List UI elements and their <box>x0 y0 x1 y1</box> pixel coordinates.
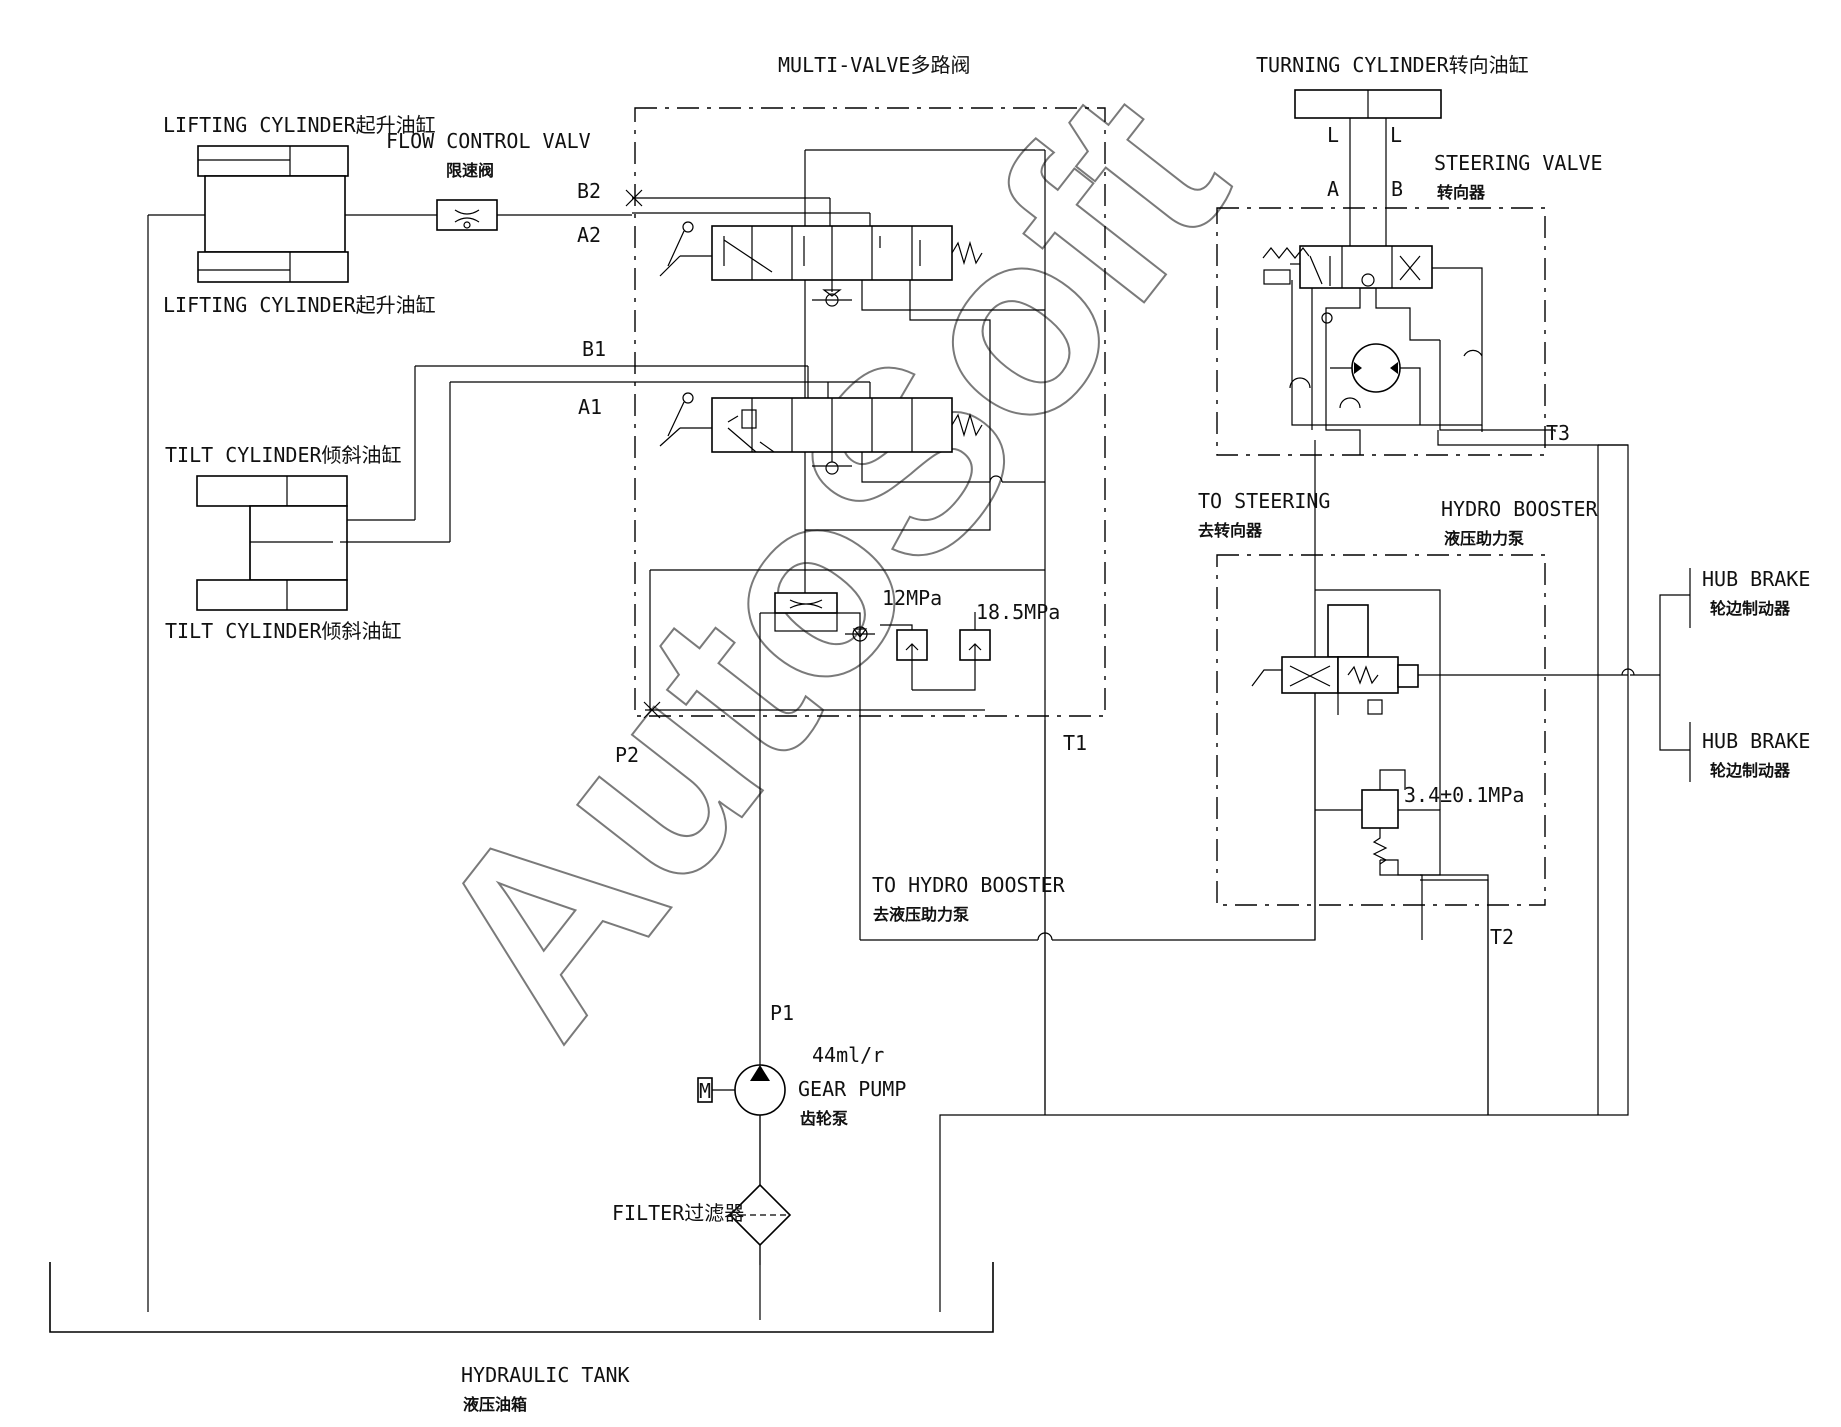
relief-18-5mpa-label: 18.5MPa <box>976 600 1060 624</box>
tilt-cylinder-assembly <box>196 365 828 611</box>
to-steering-cn-label: 去转向器 <box>1198 521 1263 540</box>
port-b2: B2 <box>577 179 601 203</box>
port-p2: P2 <box>615 743 639 767</box>
flow-control-valve <box>436 199 632 231</box>
hydraulic-tank-cn-label: 液压油箱 <box>463 1395 527 1414</box>
port-p1: P1 <box>770 1001 794 1025</box>
port-b: B <box>1391 177 1403 201</box>
lifting-cylinder-top-label: LIFTING CYLINDER起升油缸 <box>163 113 436 137</box>
gear-pump-flow-label: 44ml/r <box>812 1043 884 1067</box>
multi-valve-block <box>632 107 1106 1265</box>
gear-pump: M <box>697 1064 786 1185</box>
hydro-booster <box>1216 440 1660 1115</box>
relief-12mpa-label: 12MPa <box>882 586 942 610</box>
motor-symbol: M <box>699 1079 711 1103</box>
to-hydro-booster-cn-label: 去液压助力泵 <box>873 905 969 924</box>
hydraulic-tank-label: HYDRAULIC TANK <box>461 1363 630 1387</box>
brake-relief-label: 3.4±0.1MPa <box>1404 783 1524 807</box>
to-steering-label: TO STEERING <box>1198 489 1330 513</box>
port-l-right: L <box>1390 123 1402 147</box>
port-t3: T3 <box>1546 421 1570 445</box>
turning-cylinder-label: TURNING CYLINDER转向油缸 <box>1256 53 1529 77</box>
tilt-cylinder-bottom-label: TILT CYLINDER倾斜油缸 <box>165 619 402 643</box>
port-t1: T1 <box>1063 731 1087 755</box>
hydro-booster-cn-label: 液压助力泵 <box>1444 529 1524 548</box>
port-b1: B1 <box>582 337 606 361</box>
hub-brakes <box>1659 568 1691 782</box>
port-a: A <box>1327 177 1339 201</box>
filter <box>728 1183 792 1320</box>
tilt-cylinder-top-label: TILT CYLINDER倾斜油缸 <box>165 443 402 467</box>
priority-valve <box>774 570 838 632</box>
port-a2: A2 <box>577 223 601 247</box>
turning-cylinder <box>1294 89 1442 246</box>
hub-brake-1-cn-label: 轮边制动器 <box>1710 599 1791 618</box>
flow-control-valve-cn-label: 限速阀 <box>446 161 494 180</box>
hydraulic-tank <box>49 214 994 1333</box>
relief-valve-12mpa <box>880 624 928 690</box>
hub-brake-2-label: HUB BRAKE <box>1702 729 1810 753</box>
hub-brake-1-label: HUB BRAKE <box>1702 567 1810 591</box>
multi-valve-label: MULTI-VALVE多路阀 <box>778 53 970 77</box>
gear-pump-cn-label: 齿轮泵 <box>800 1109 848 1128</box>
relief-valve-18-5mpa <box>912 612 991 691</box>
gear-pump-label: GEAR PUMP <box>798 1077 906 1101</box>
to-hydro-booster-label: TO HYDRO BOOSTER <box>872 873 1066 897</box>
crossover-marks <box>625 189 661 719</box>
lifting-cylinder-bottom-label: LIFTING CYLINDER起升油缸 <box>163 293 436 317</box>
steering-valve-cn-label: 转向器 <box>1437 183 1486 202</box>
lift-control-spool <box>659 221 983 281</box>
port-t2: T2 <box>1490 925 1514 949</box>
lifting-cylinder-assembly <box>197 145 437 283</box>
hydro-booster-label: HYDRO BOOSTER <box>1441 497 1598 521</box>
hub-brake-2-cn-label: 轮边制动器 <box>1710 761 1791 780</box>
t3-return <box>1437 430 1628 1115</box>
steering-valve <box>1216 207 1556 456</box>
port-l-left: L <box>1327 123 1339 147</box>
port-a1: A1 <box>578 395 602 419</box>
steering-valve-label: STEERING VALVE <box>1434 151 1603 175</box>
flow-control-valve-label: FLOW CONTROL VALV <box>386 129 591 153</box>
filter-label: FILTER过滤器 <box>612 1201 744 1225</box>
